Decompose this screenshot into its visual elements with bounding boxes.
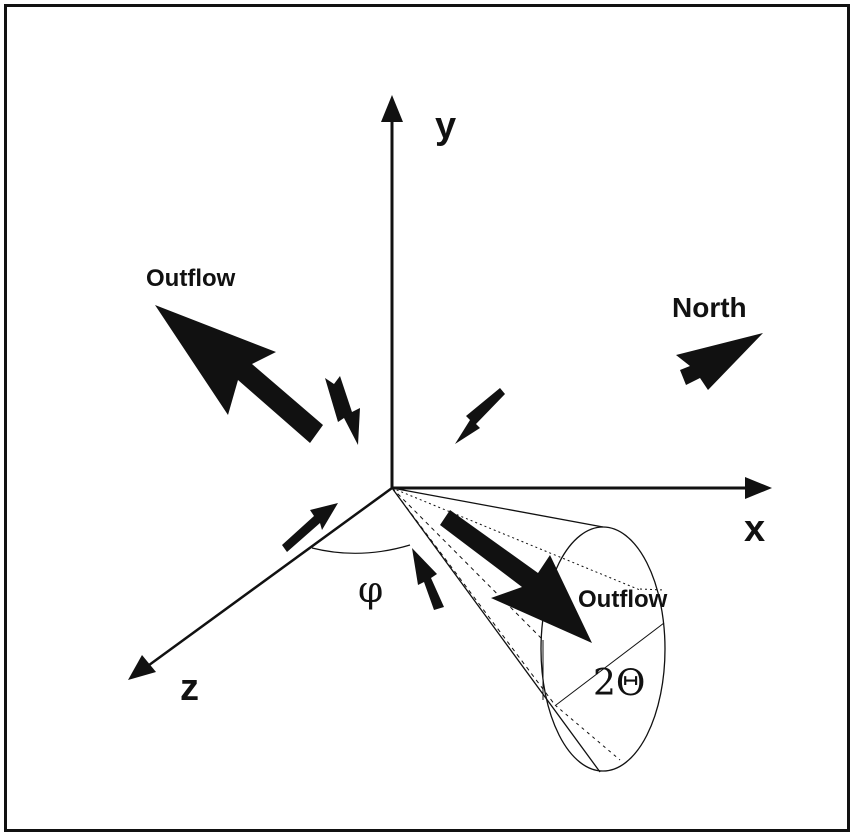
diagram-frame (4, 4, 850, 832)
two-theta-label: 2Θ (593, 663, 645, 704)
north-arrow (676, 333, 763, 390)
phi-angle-arc (311, 544, 411, 554)
inflow-arrow-1 (325, 376, 360, 445)
outflow-label-lower: Outflow (578, 586, 668, 613)
outflow-arrow-upper (155, 305, 323, 443)
inflow-arrow-3 (282, 503, 338, 552)
x-axis-label: x (744, 508, 765, 550)
outflow-label-upper: Outflow (146, 265, 236, 292)
outflow-arrow-lower (440, 510, 592, 643)
y-axis-label: y (435, 105, 456, 147)
inflow-arrow-4 (412, 548, 444, 610)
y-axis-arrowhead (381, 95, 403, 122)
outflow-cone (391, 487, 666, 773)
z-axis-line (144, 486, 393, 670)
north-label: North (672, 292, 747, 323)
phi-label: φ (358, 570, 383, 611)
z-axis-arrowhead (128, 655, 156, 680)
inflow-arrow-2 (455, 388, 505, 444)
z-axis-label: z (180, 667, 199, 709)
x-axis-arrowhead (745, 477, 772, 499)
